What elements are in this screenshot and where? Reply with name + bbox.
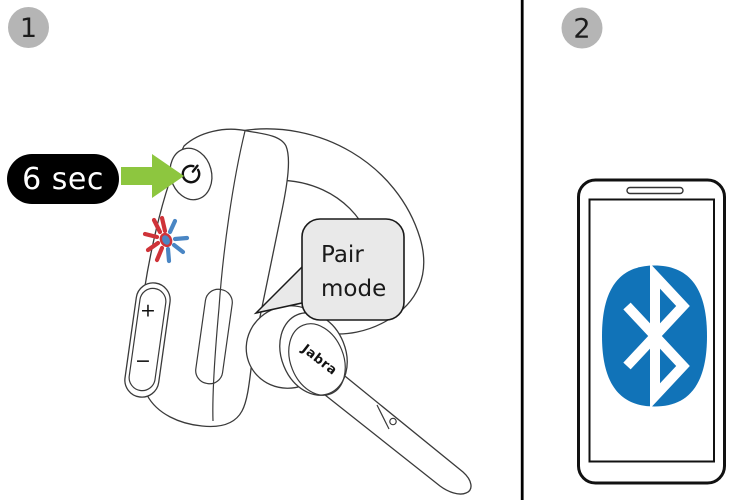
step-1-badge [8, 7, 49, 48]
duration-badge-pill [7, 154, 119, 204]
phone-speaker [626, 186, 684, 195]
step-1-panel: 1 [7, 7, 472, 495]
led-blue-rays [165, 218, 190, 264]
volume-up-button: + [140, 300, 156, 322]
power-icon [181, 164, 201, 184]
earpiece-disc-inner [288, 323, 346, 396]
headset-body-seam [212, 130, 246, 422]
pair-mode-bubble: Pair mode [253, 218, 405, 321]
bubble-text-line1: Pair [321, 242, 364, 268]
volume-rocker-inner [128, 287, 167, 392]
duration-badge-label: 6 sec [22, 162, 104, 197]
duration-badge: 6 sec [7, 154, 119, 204]
microphone-hole [389, 417, 397, 426]
bluetooth-rune [623, 263, 690, 409]
headset-body-panel-detail [195, 288, 233, 385]
bluetooth-icon [602, 263, 707, 409]
phone-illustration [577, 178, 726, 485]
step-2-number: 2 [573, 14, 590, 45]
volume-rocker: + − [124, 282, 171, 398]
press-arrow-icon [121, 154, 184, 198]
step-2-panel: 2 [561, 7, 726, 485]
volume-down-button: − [135, 350, 151, 372]
led-red-rays [142, 215, 168, 263]
microphone-boom [319, 367, 472, 495]
volume-rocker-outer [124, 282, 171, 398]
led-center-dot [159, 232, 173, 248]
led-flash-icon [142, 215, 190, 264]
bubble-text-line2: mode [321, 276, 386, 302]
boom-tip-seam [376, 404, 390, 430]
step-1-number: 1 [20, 13, 37, 44]
bubble-body [301, 218, 405, 321]
step-2-badge [561, 7, 603, 49]
panel-divider [520, 0, 524, 500]
